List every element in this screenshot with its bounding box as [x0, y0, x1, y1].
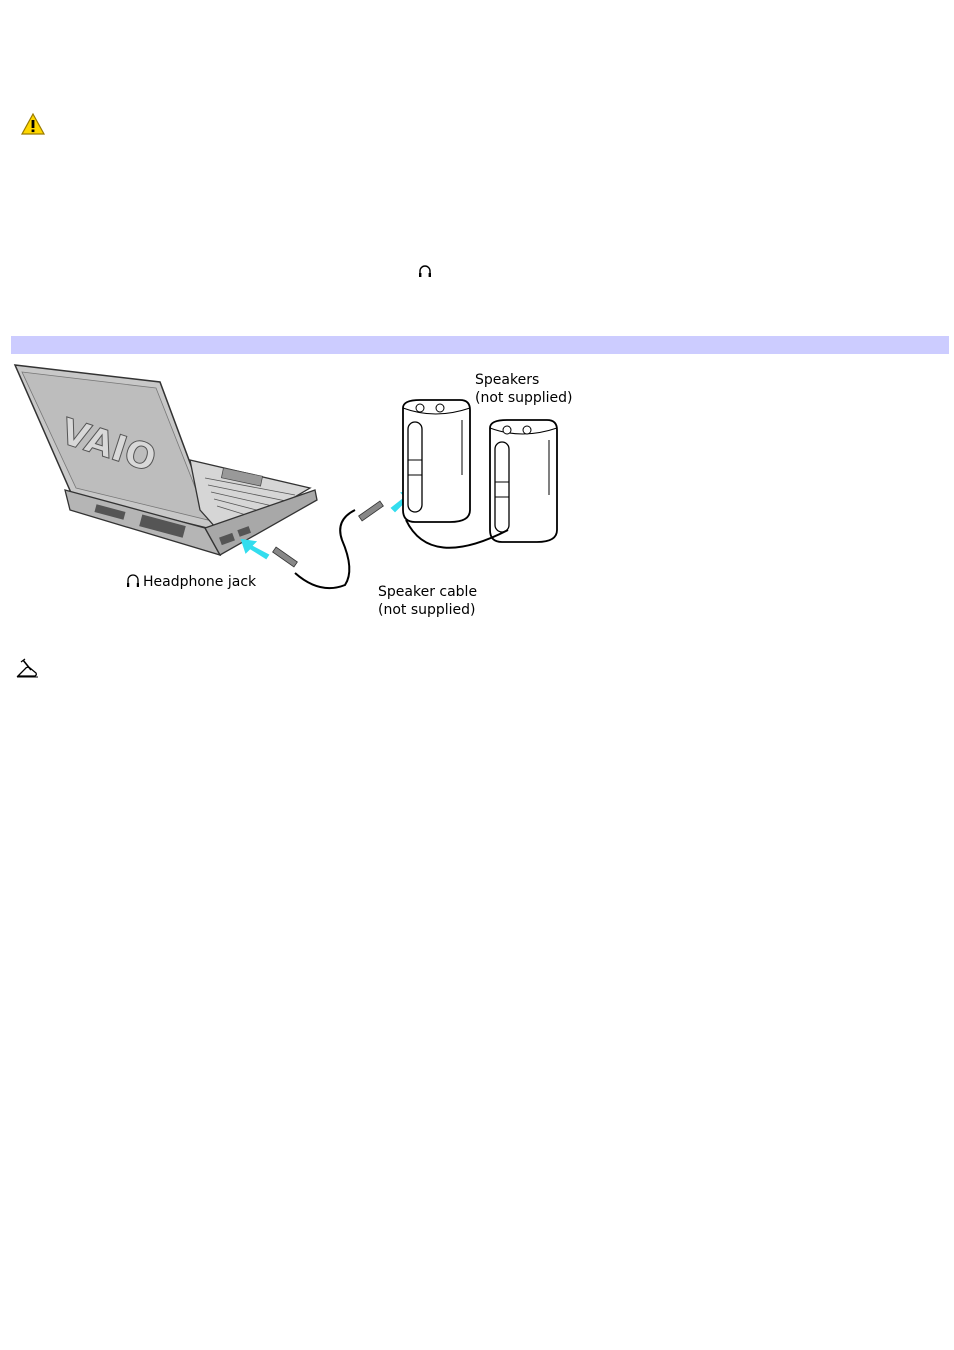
arrow-headphone-jack: [242, 540, 268, 558]
speakers-sub-label: (not supplied): [475, 389, 573, 407]
headphone-icon: [127, 575, 139, 587]
speaker-rear: [490, 420, 557, 542]
headphone-jack-label: Headphone jack: [143, 573, 256, 591]
speaker-connection-diagram: VAIO: [10, 360, 590, 630]
headphone-icon: [416, 262, 434, 280]
speaker-cable-label: Speaker cable: [378, 583, 477, 601]
note-pencil-icon: [15, 657, 41, 679]
section-header-bar: [11, 336, 949, 354]
warning-icon: [20, 112, 46, 136]
speakers-label: Speakers: [475, 371, 539, 389]
speaker-front: [403, 400, 470, 522]
speaker-cable-sub-label: (not supplied): [378, 601, 476, 619]
